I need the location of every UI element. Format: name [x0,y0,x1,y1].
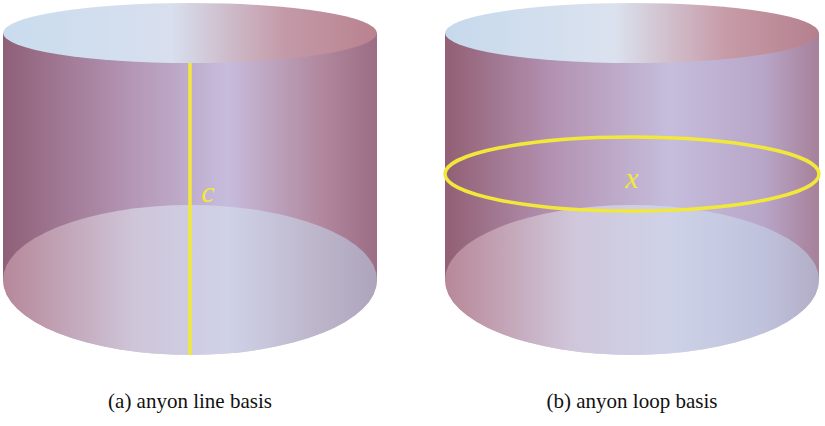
subfigure-caption: (b) anyon loop basis [547,391,718,412]
anyon-line [188,63,192,355]
line-label: c [201,177,214,207]
anyon-loop [445,137,819,211]
loop-label: x [625,163,638,193]
cylinder-left [3,3,377,355]
cylinder-right [445,3,819,355]
subfigure-caption: (a) anyon line basis [108,391,272,412]
